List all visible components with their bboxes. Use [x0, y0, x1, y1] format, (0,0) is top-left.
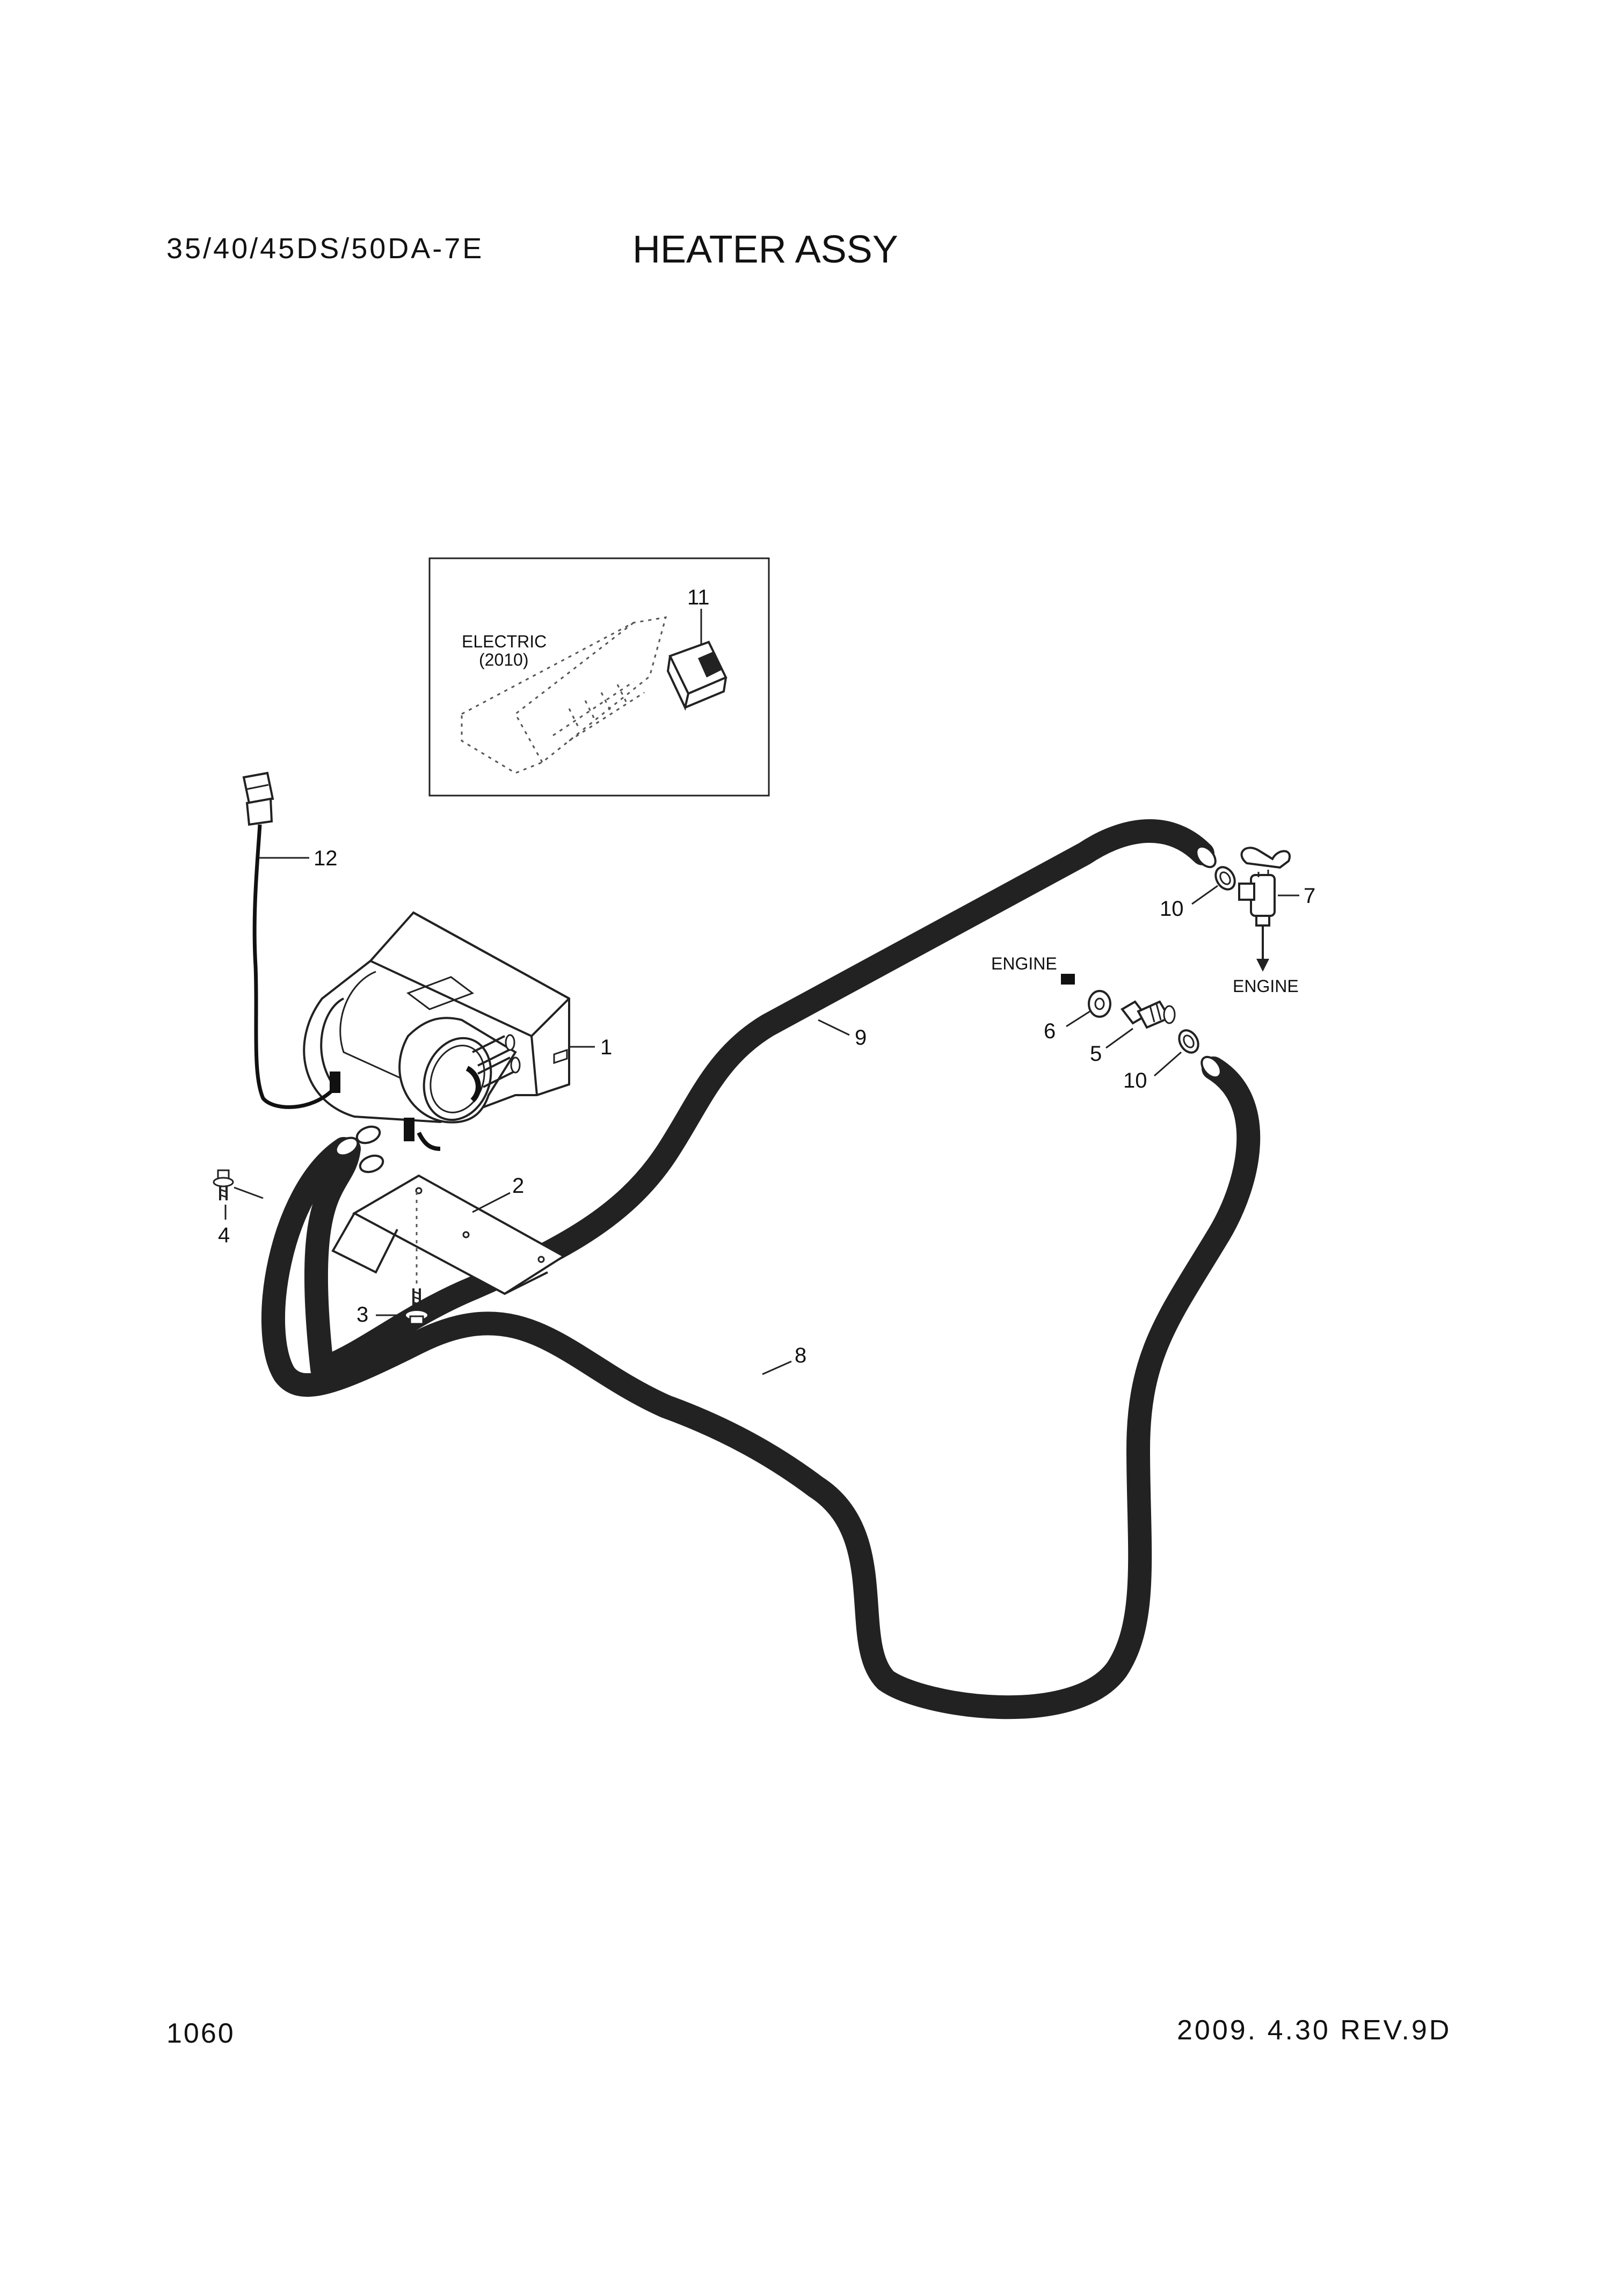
callout-8: 8	[795, 1344, 806, 1367]
washer-6	[1088, 990, 1111, 1018]
callout-10-lower: 10	[1123, 1069, 1147, 1092]
callout-10-upper: 10	[1160, 897, 1184, 921]
callout-5: 5	[1090, 1042, 1102, 1066]
callout-1: 1	[600, 1036, 612, 1059]
bolt-4	[213, 1169, 234, 1200]
mounting-bracket	[331, 1174, 566, 1295]
hose-8	[261, 1055, 1261, 1719]
engine-port-marker	[1061, 974, 1075, 985]
rocker-switch-part	[666, 640, 728, 711]
engine-label-right: ENGINE	[1233, 976, 1299, 996]
hose-9	[304, 819, 1217, 1381]
hose-clamp-10-upper	[1214, 866, 1236, 891]
callout-4: 4	[218, 1223, 230, 1247]
callout-11: 11	[687, 586, 710, 609]
engine-label-left: ENGINE	[991, 954, 1057, 973]
drain-valve-7	[1238, 847, 1291, 972]
callout-3: 3	[357, 1303, 368, 1326]
model-number: 35/40/45DS/50DA-7E	[166, 232, 484, 265]
callout-12: 12	[314, 847, 338, 870]
callout-6: 6	[1044, 1019, 1056, 1043]
callout-2: 2	[512, 1174, 524, 1198]
hose-fitting-5	[1121, 1000, 1176, 1029]
wire-harness-12	[242, 771, 334, 1109]
page-number: 1060	[166, 2018, 235, 2049]
page-title: HEATER ASSY	[632, 228, 898, 271]
electric-label: ELECTRIC	[462, 632, 547, 651]
callout-9: 9	[855, 1026, 867, 1049]
bolt-3	[404, 1288, 430, 1325]
heater-unit	[303, 911, 570, 1151]
revision-date: 2009. 4.30 REV.9D	[1177, 2015, 1452, 2046]
electric-switch-inset	[428, 557, 770, 797]
callout-7: 7	[1304, 884, 1315, 908]
hose-clamp-10-lower	[1178, 1029, 1199, 1054]
hose-clamps-heater	[355, 1125, 384, 1173]
electric-year-label: (2010)	[479, 650, 529, 669]
